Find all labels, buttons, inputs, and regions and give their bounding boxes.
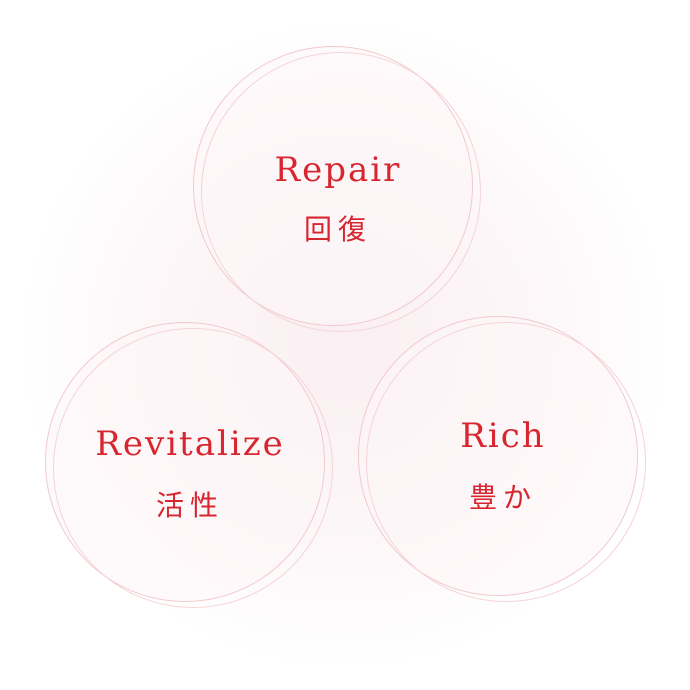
circle-rich: Rich 豊か: [358, 316, 648, 606]
circle-label-japanese: 豊か: [468, 481, 537, 514]
circle-label-japanese: 活性: [155, 489, 224, 522]
circle-repair: Repair 回復: [193, 46, 483, 336]
circle-ring-inner: [53, 328, 333, 608]
circle-revitalize: Revitalize 活性: [45, 322, 335, 612]
circle-ring-inner: [366, 322, 646, 602]
circle-label-english: Repair: [274, 150, 402, 190]
circle-label-japanese: 回復: [303, 213, 372, 246]
circle-label-english: Revitalize: [95, 424, 285, 464]
circle-label-english: Rich: [460, 416, 546, 456]
circle-ring-inner: [201, 52, 481, 332]
